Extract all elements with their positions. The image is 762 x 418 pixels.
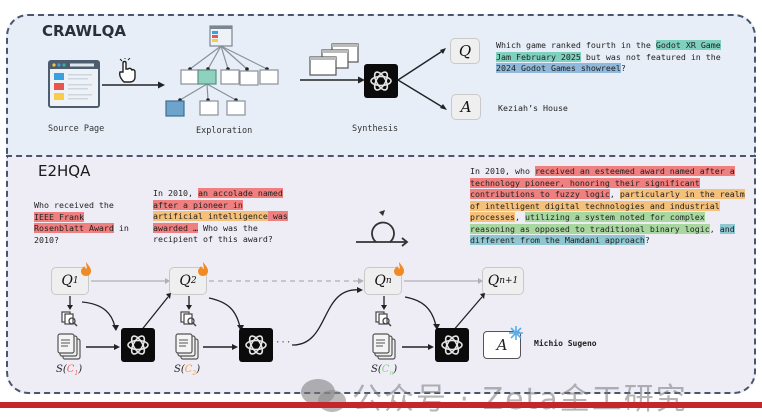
document-stack-icon: [57, 333, 81, 360]
e2hqa-connectors: [67, 278, 485, 350]
flame-icon: [394, 262, 404, 276]
crawlqa-question-text: Which game ranked fourth in the Godot XR…: [496, 40, 736, 75]
document-stack-icon: [175, 333, 199, 360]
q1-question-text: Who received the IEEE Frank Rosenblatt A…: [34, 200, 134, 246]
s-c2-label: S(C2): [174, 364, 201, 377]
search-docs-icon: [180, 311, 197, 327]
s-c1-label: S(C1): [56, 364, 83, 377]
click-hand-icon: [118, 58, 136, 83]
answer-node: A: [451, 94, 481, 120]
crawlqa-title: CRAWLQA: [42, 22, 126, 40]
search-docs-icon: [375, 311, 392, 327]
search-docs-icon: [61, 311, 78, 327]
openai-logo-icon: [127, 335, 149, 355]
e2hqa-title: E2HQA: [38, 162, 91, 180]
collected-pages-icon: [309, 43, 359, 76]
llm-rewrite-icon-1: [121, 328, 155, 362]
exploration-label: Exploration: [196, 126, 253, 136]
source-page-label: Source Page: [48, 124, 105, 134]
text-run: but was not featured in the: [580, 51, 721, 62]
synthesis-label: Synthesis: [352, 124, 399, 134]
crawlqa-answer-text: Keziah’s House: [498, 103, 568, 113]
llm-rewrite-icon-2: [239, 328, 273, 362]
openai-logo-icon: [245, 335, 267, 355]
footer-bar: [0, 402, 762, 408]
ellipsis: ···: [275, 338, 292, 348]
highlight-blue: 2024 Godot Games showreel: [496, 63, 621, 73]
final-answer-text: Michio Sugeno: [534, 339, 597, 348]
final-answer-node: A: [483, 331, 521, 359]
source-page-icon: [48, 60, 100, 108]
synthesis-output-arrows: [397, 48, 447, 110]
text-run: Who received the: [34, 200, 114, 210]
text-run: In 2010, who: [470, 166, 535, 176]
text-run: in 2010?: [34, 223, 129, 245]
snowflake-icon: [509, 326, 523, 340]
llm-rewrite-icon-n: [435, 328, 469, 362]
flame-icon: [81, 262, 91, 276]
text-run: Who was the recipient of this award?: [153, 222, 273, 245]
text-run: ,: [609, 189, 620, 199]
watermark-text: 公众号 · Zeta金工研究: [352, 382, 688, 417]
s-cn-label: S(Cn): [371, 364, 398, 377]
arrow-source-to-exploration: [102, 81, 165, 89]
iterate-loop-icon: [356, 210, 409, 247]
text-run: ?: [620, 63, 626, 73]
text-run: ,: [709, 223, 720, 234]
highlight-orange: artificial intelligence: [153, 211, 268, 221]
llm-synthesis-icon: [364, 64, 398, 98]
flame-icon: [198, 262, 208, 276]
document-stack-icon: [372, 333, 396, 360]
qn-question-text: In 2010, who received an esteemed award …: [470, 166, 752, 247]
q2-question-text: In 2010, an accolade named after a pione…: [153, 188, 293, 246]
openai-logo-icon: [441, 335, 463, 355]
text-run: In 2010,: [153, 188, 198, 198]
text-run: ,: [514, 212, 525, 222]
openai-logo-icon: [370, 71, 392, 91]
arrow-exploration-to-synthesis: [300, 76, 365, 84]
exploration-tree-diagram: [165, 25, 279, 117]
text-run: Which game ranked fourth in the: [496, 40, 656, 50]
text-run: ?: [644, 235, 650, 245]
question-node: Q: [450, 38, 480, 64]
